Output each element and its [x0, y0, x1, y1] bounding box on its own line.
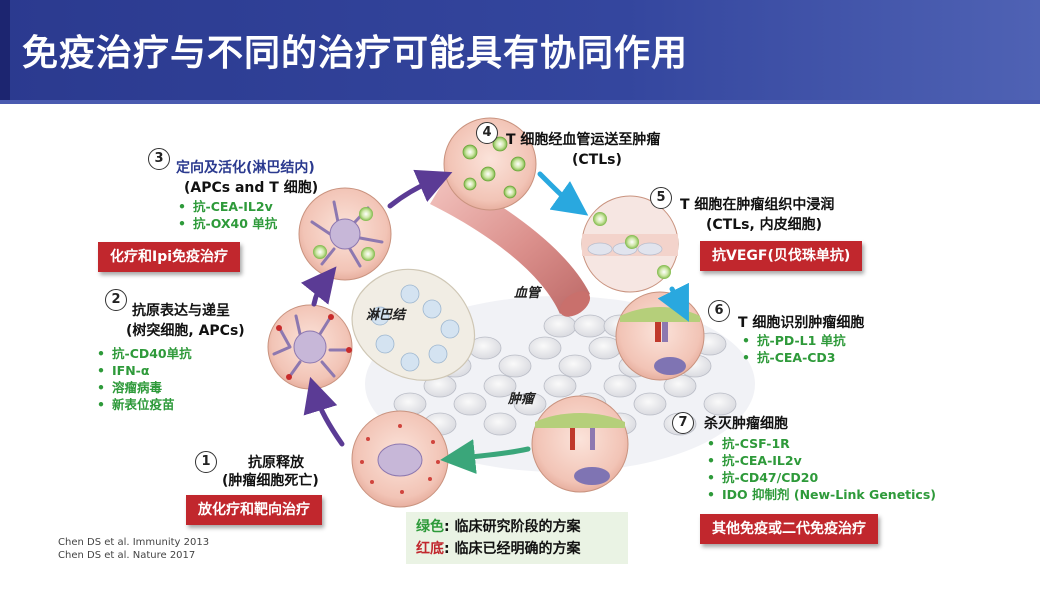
step-7-agents: 抗-CSF-1R 抗-CEA-IL2v 抗-CD47/CD20 IDO 抑制剂 … — [707, 435, 936, 503]
agent-item: 抗-CEA-IL2v — [707, 452, 936, 469]
agent-item: IFN-α — [97, 362, 192, 379]
step-3-subtitle: (APCs and T 细胞) — [184, 180, 319, 196]
agent-item: 抗-CD40单抗 — [97, 345, 192, 362]
blood-vessel-label: 血管 — [514, 286, 541, 301]
step-6-title: T 细胞识别肿瘤细胞 — [738, 315, 865, 331]
step-number-6: 6 — [708, 300, 730, 322]
legend-red-key: 红底 — [416, 541, 444, 557]
step-6-agents: 抗-PD-L1 单抗 抗-CEA-CD3 — [742, 332, 846, 366]
agent-item: 抗-CD47/CD20 — [707, 469, 936, 486]
step-circle-5 — [581, 195, 679, 293]
banner-accent — [0, 0, 10, 100]
step-5-subtitle: (CTLs, 内皮细胞) — [706, 217, 823, 233]
agent-item: 抗-PD-L1 单抗 — [742, 332, 846, 349]
blood-vessel — [430, 174, 591, 317]
step-circle-3 — [298, 187, 392, 281]
step-number-3: 3 — [148, 148, 170, 170]
legend-box: 绿色: 临床研究阶段的方案 红底: 临床已经明确的方案 — [406, 512, 628, 564]
step-number-1: 1 — [195, 451, 217, 473]
step-2-agents: 抗-CD40单抗 IFN-α 溶瘤病毒 新表位疫苗 — [97, 345, 192, 413]
step-number-4: 4 — [476, 122, 498, 144]
step-number-5: 5 — [650, 187, 672, 209]
step-5-clinical-box: 抗VEGF(贝伐珠单抗) — [700, 241, 863, 271]
step-1-clinical-box: 放化疗和靶向治疗 — [186, 495, 322, 525]
step-number-2: 2 — [105, 289, 127, 311]
step-circle-4 — [443, 117, 537, 211]
step-5-title: T 细胞在肿瘤组织中浸润 — [680, 197, 835, 213]
step-4-subtitle: (CTLs) — [572, 152, 622, 168]
agent-item: 抗-OX40 单抗 — [178, 215, 277, 232]
cancer-immunity-cycle-diagram: 1 抗原释放 (肿瘤细胞死亡) 放化疗和靶向治疗 2 抗原表达与递呈 (树突细胞… — [0, 104, 1040, 591]
title-banner: 免疫治疗与不同的治疗可能具有协同作用 — [0, 0, 1040, 100]
agent-item: 抗-CSF-1R — [707, 435, 936, 452]
agent-item: 抗-CEA-CD3 — [742, 349, 846, 366]
step-circle-1 — [351, 410, 449, 508]
citation-2: Chen DS et al. Nature 2017 — [58, 550, 196, 561]
step-7-clinical-box: 其他免疫或二代免疫治疗 — [700, 514, 878, 544]
diagram-artwork — [267, 117, 755, 508]
page-title: 免疫治疗与不同的治疗可能具有协同作用 — [22, 33, 689, 74]
lymph-node-label: 淋巴结 — [366, 308, 406, 323]
banner-underline — [0, 100, 1040, 104]
legend-red-row: 红底: 临床已经明确的方案 — [416, 538, 618, 560]
step-circle-2 — [267, 304, 353, 390]
cycle-arrows — [300, 169, 689, 474]
step-3-clinical-box: 化疗和Ipi免疫治疗 — [98, 242, 241, 272]
step-circle-6 — [615, 291, 705, 381]
legend-green-key: 绿色 — [416, 519, 444, 535]
step-1-title: 抗原释放 — [248, 455, 304, 471]
legend-green-text: : 临床研究阶段的方案 — [444, 519, 581, 535]
lymph-node — [351, 268, 476, 381]
agent-item: 新表位疫苗 — [97, 396, 192, 413]
step-2-title: 抗原表达与递呈 — [132, 303, 230, 319]
agent-item: IDO 抑制剂 (New-Link Genetics) — [707, 486, 936, 503]
step-3-agents: 抗-CEA-IL2v 抗-OX40 单抗 — [178, 198, 277, 232]
citation-1: Chen DS et al. Immunity 2013 — [58, 537, 210, 548]
step-4-title: T 细胞经血管运送至肿瘤 — [506, 132, 661, 148]
step-2-subtitle: (树突细胞, APCs) — [126, 323, 245, 339]
legend-red-text: : 临床已经明确的方案 — [444, 541, 581, 557]
step-1-subtitle: (肿瘤细胞死亡) — [222, 473, 319, 489]
step-7-title: 杀灭肿瘤细胞 — [704, 416, 788, 432]
step-circle-7 — [531, 395, 629, 493]
tumor-label: 肿瘤 — [508, 392, 535, 407]
agent-item: 溶瘤病毒 — [97, 379, 192, 396]
agent-item: 抗-CEA-IL2v — [178, 198, 277, 215]
step-number-7: 7 — [672, 412, 694, 434]
legend-green-row: 绿色: 临床研究阶段的方案 — [416, 516, 618, 538]
step-3-title: 定向及活化(淋巴结内) — [176, 160, 315, 176]
